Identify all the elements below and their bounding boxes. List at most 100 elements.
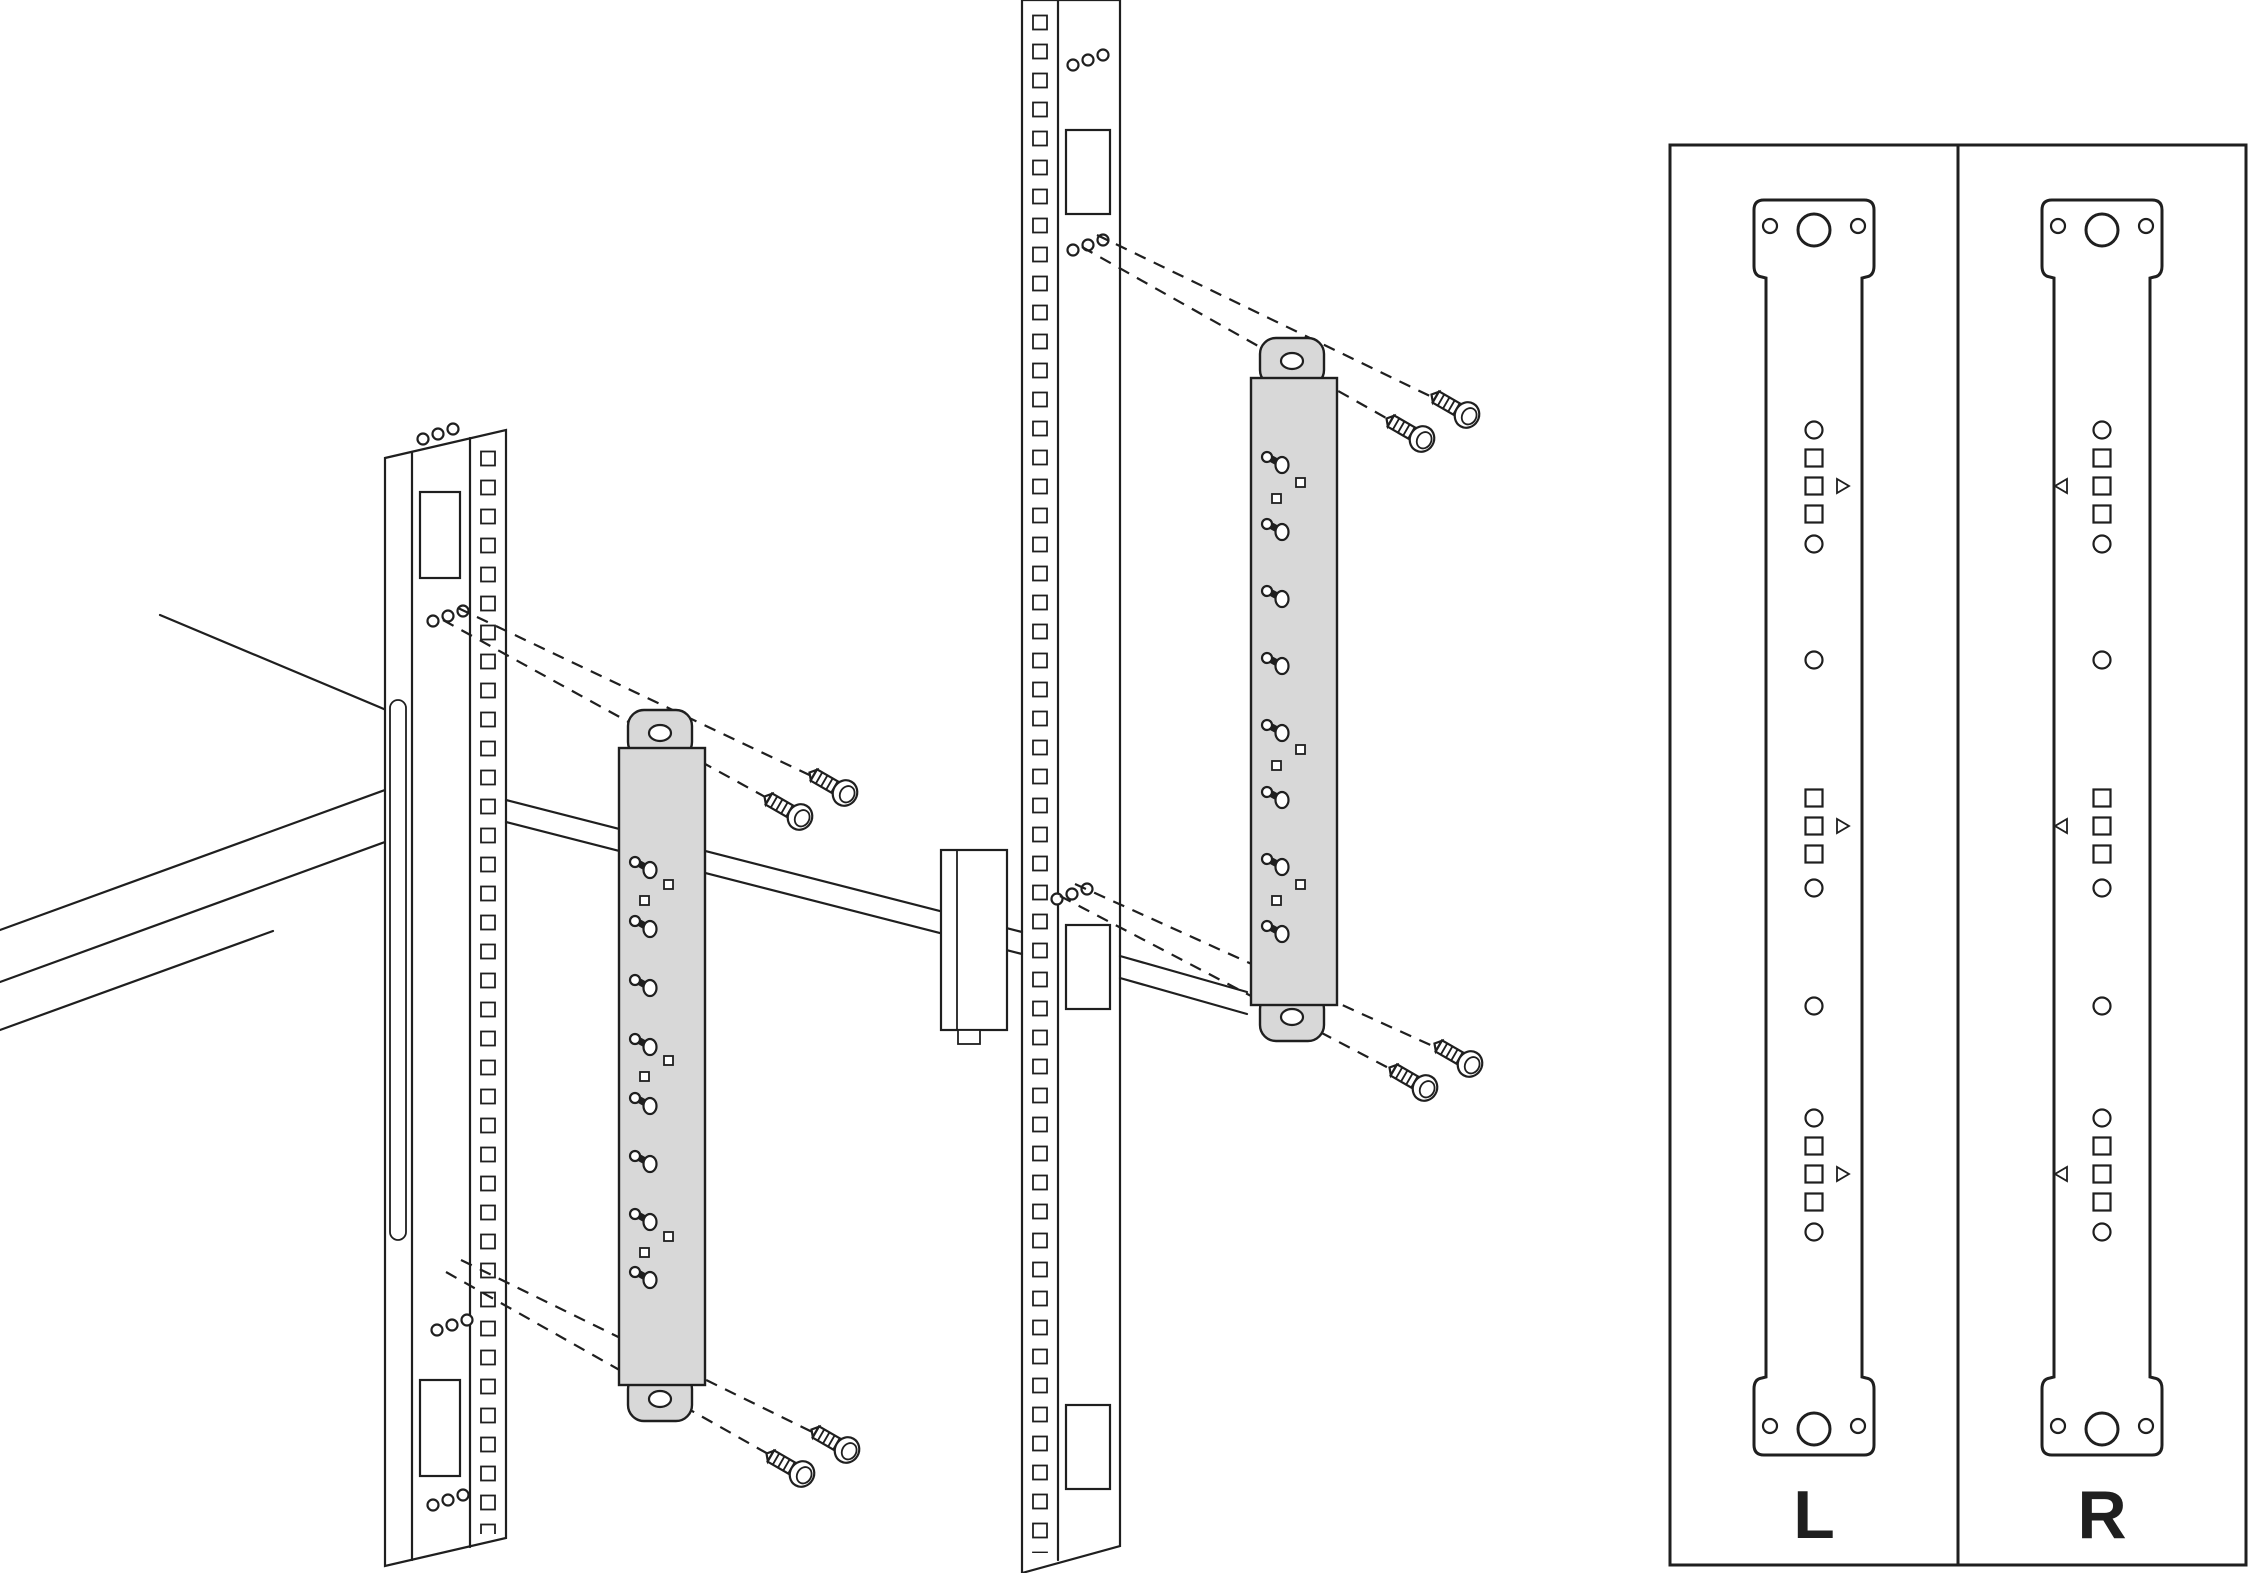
hole-square [2092,844,2112,864]
tab-screw-hole [647,1389,673,1409]
tab-hole-small [1849,217,1867,235]
hole-square [1804,816,1824,836]
left-mounting-bracket [617,708,707,1423]
hole-square [2092,476,2112,496]
alignment-line [1081,246,1421,438]
hole-circle [1804,534,1824,554]
top-rail-line [158,613,393,714]
tab-screw-hole [647,723,673,743]
bracket-square-hole [1295,744,1306,755]
hole-square [2092,448,2112,468]
bracket-square-hole [1295,879,1306,890]
bracket-square-hole [663,879,674,890]
rack-post-middle [1020,0,1122,1573]
tab-hole-large [1796,212,1832,248]
flange-cutout [1064,128,1112,216]
orientation-triangle-right [1836,817,1851,835]
tab-hole-small [1761,217,1779,235]
screw [1378,406,1440,458]
inset-left-bracket [1752,198,1876,1457]
screw [1426,1031,1488,1083]
hole-circle [2092,1108,2112,1128]
mounting-screws [756,382,1488,1493]
shelf-edge-line [0,788,387,932]
hole-circle [2092,534,2112,554]
hole-circle [2092,650,2112,670]
rack-post-left [383,422,508,1568]
panel-mounting-clip [939,848,1009,1032]
hole-circle [2092,1222,2112,1242]
screw [758,1441,820,1493]
orientation-triangle-left [2053,1165,2068,1183]
flange-cutout [1064,923,1112,1011]
hole-square [2092,788,2112,808]
flange-cutout [418,1378,462,1478]
hole-square [1804,504,1824,524]
alignment-line [442,619,799,816]
hole-square [2092,816,2112,836]
tab-hole-large [1796,1411,1832,1447]
alignment-line [1096,234,1466,414]
bracket-square-hole [639,1247,650,1258]
alignment-line [457,607,844,792]
side-panel [504,798,1249,1045]
hole-circle [1804,1108,1824,1128]
hole-circle [1804,996,1824,1016]
bracket-square-hole [639,895,650,906]
flange-cutout [418,490,462,580]
hole-square [1804,1164,1824,1184]
left-bracket-label: L [1793,1477,1835,1553]
alignment-line [1059,895,1424,1087]
bracket-square-hole [1271,760,1282,771]
panel-edge-line [1118,976,1249,1016]
tab-hole-small [1761,1417,1779,1435]
tab-hole-small [2049,1417,2067,1435]
bracket-square-hole [1271,895,1282,906]
hole-square [1804,476,1824,496]
tab-screw-hole [1279,1007,1305,1027]
hole-circle [1804,650,1824,670]
hole-circle [1804,1222,1824,1242]
screw [1423,382,1485,434]
flange-cutout [1064,1403,1112,1491]
hole-square [2092,504,2112,524]
hole-circle [2092,420,2112,440]
orientation-triangle-right [1836,1165,1851,1183]
shelf-edge-line [0,840,387,984]
hole-square [2092,1192,2112,1212]
tab-screw-hole [1279,351,1305,371]
screw [1381,1055,1443,1107]
bracket-square-hole [639,1071,650,1082]
bracket-square-hole [663,1231,674,1242]
orientation-triangle-left [2053,477,2068,495]
hole-square [1804,788,1824,808]
hole-square [1804,1192,1824,1212]
rack-structure [0,0,1249,1573]
hole-square [2092,1164,2112,1184]
bracket-identification-inset: L R [1668,143,2248,1567]
right-bracket-label: R [2077,1477,2126,1553]
panel-edge-line [504,820,1024,956]
screw [756,784,818,836]
hole-square [1804,844,1824,864]
square-hole-strip [471,444,506,1534]
square-hole-strip [1023,8,1058,1553]
screw [801,760,863,812]
bracket-plate [617,746,707,1387]
post-slot [389,699,407,1241]
panel-edge-line [504,798,1024,934]
tab-hole-small [2137,1417,2155,1435]
alignment-line [445,1271,801,1473]
hole-circle [1804,420,1824,440]
tab-hole-large [2084,1411,2120,1447]
tab-hole-small [1849,1417,1867,1435]
inset-right-bracket [2040,198,2164,1457]
right-mounting-bracket [1249,336,1339,1043]
tab-hole-large [2084,212,2120,248]
orientation-triangle-right [1836,477,1851,495]
hole-circle [2092,996,2112,1016]
bracket-square-hole [1295,477,1306,488]
orientation-triangle-left [2053,817,2068,835]
